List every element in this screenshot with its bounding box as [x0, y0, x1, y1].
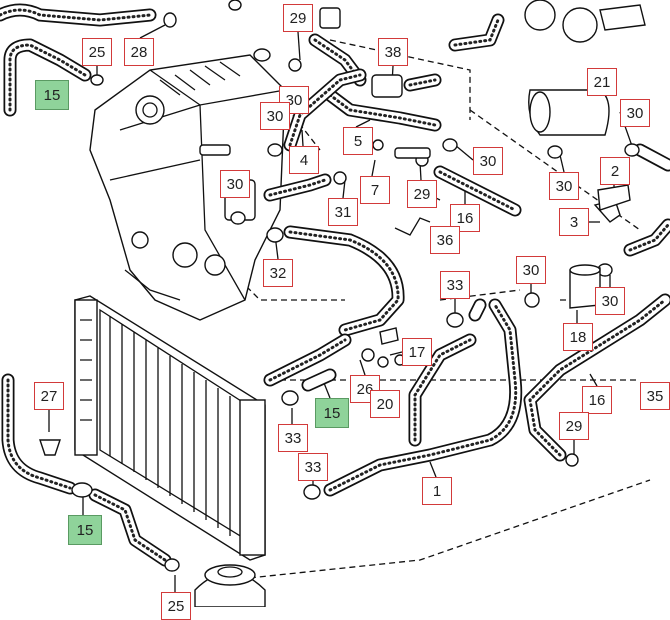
part-label-30: 30: [620, 99, 650, 127]
part-label-29: 29: [283, 4, 313, 32]
part-label-30: 30: [220, 170, 250, 198]
part-label-30: 30: [279, 86, 309, 114]
part-label-31: 31: [328, 198, 358, 226]
hose-clamps: [39, 0, 640, 572]
part-label-15: 15: [315, 398, 349, 428]
part-label-32: 32: [263, 259, 293, 287]
part-label-35: 35: [640, 382, 670, 410]
part-label-30: 30: [549, 172, 579, 200]
part-label-18: 18: [563, 323, 593, 351]
part-label-16: 16: [582, 386, 612, 414]
coolant-hoses: [0, 3, 670, 567]
engine-block: [89, 54, 286, 321]
part-label-33: 33: [278, 424, 308, 452]
part-label-4: 4: [289, 146, 319, 174]
part-label-7: 7: [360, 176, 390, 204]
radiator: [74, 295, 266, 561]
part-label-33: 33: [298, 453, 328, 481]
auxiliary-pump: [524, 0, 646, 136]
part-label-3: 3: [559, 208, 589, 236]
part-label-30: 30: [516, 256, 546, 284]
part-label-27: 27: [34, 382, 64, 410]
part-label-29: 29: [559, 412, 589, 440]
part-label-2: 2: [600, 157, 630, 185]
expansion-tank-cap: [194, 564, 266, 607]
part-label-33: 33: [440, 271, 470, 299]
cooling-system-exploded-diagram: [0, 0, 670, 607]
part-label-30: 30: [473, 147, 503, 175]
part-label-5: 5: [343, 127, 373, 155]
part-label-15: 15: [68, 515, 102, 545]
part-label-1: 1: [422, 477, 452, 505]
part-label-20: 20: [370, 390, 400, 418]
part-label-21: 21: [587, 68, 617, 96]
part-label-25: 25: [82, 38, 112, 66]
part-label-17: 17: [402, 338, 432, 366]
part-label-28: 28: [124, 38, 154, 66]
part-label-15: 15: [35, 80, 69, 110]
part-label-30: 30: [595, 287, 625, 315]
part-label-38: 38: [378, 38, 408, 66]
part-label-25: 25: [161, 592, 191, 620]
part-label-29: 29: [407, 180, 437, 208]
part-label-30: 30: [260, 102, 290, 130]
part-label-36: 36: [430, 226, 460, 254]
